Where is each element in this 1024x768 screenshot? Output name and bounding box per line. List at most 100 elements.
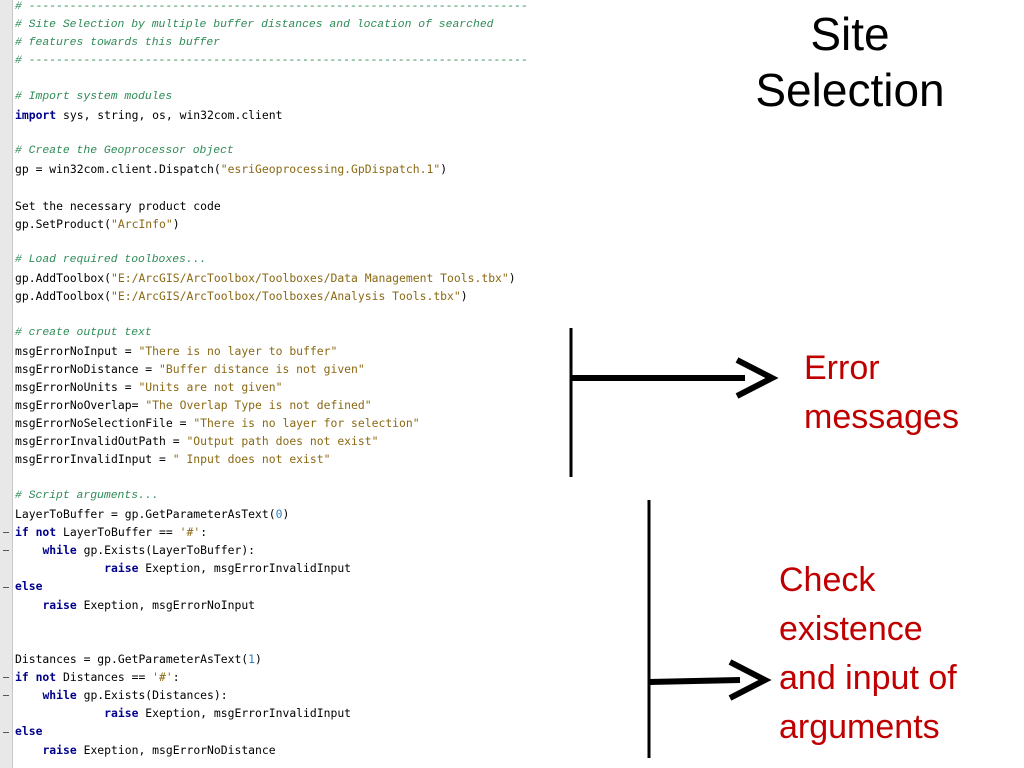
code-line: else — [15, 577, 680, 595]
code-string: "E:/ArcGIS/ArcToolbox/Toolboxes/Data Man… — [111, 271, 509, 285]
code-line: if not LayerToBuffer == '#': — [15, 523, 680, 541]
fold-marker[interactable] — [3, 695, 9, 696]
code-text: gp = win32com.client.Dispatch( — [15, 162, 221, 176]
code-text: Exeption, msgErrorNoDistance — [76, 743, 276, 757]
annotation-line: Error — [804, 349, 880, 387]
code-comment: # Create the Geoprocessor object — [15, 145, 234, 157]
annotation-check-arguments: Check existence and input of arguments — [779, 556, 957, 752]
code-text: msgErrorNoDistance = — [15, 362, 160, 376]
code-string: "There is no layer to buffer" — [138, 344, 338, 358]
fold-marker[interactable] — [3, 532, 9, 533]
code-line: gp.AddToolbox("E:/ArcGIS/ArcToolbox/Tool… — [15, 269, 680, 287]
code-line: msgErrorNoSelectionFile = "There is no l… — [15, 414, 680, 432]
code-comment: # Load required toolboxes... — [15, 254, 207, 266]
annotation-line: existence — [779, 610, 923, 648]
code-comment: # create output text — [15, 327, 152, 339]
code-text: : — [172, 670, 180, 684]
code-text: ) — [172, 217, 180, 231]
code-text: gp.Exists(LayerToBuffer): — [76, 543, 256, 557]
code-string: "esriGeoprocessing.GpDispatch.1" — [220, 162, 441, 176]
code-text: ) — [460, 289, 468, 303]
slide-title: Site Selection — [720, 6, 980, 118]
annotation-line: Check — [779, 561, 876, 599]
code-text: LayerToBuffer = gp.GetParameterAsText( — [15, 507, 276, 521]
code-string: "There is no layer for selection" — [193, 416, 420, 430]
code-line: msgErrorNoInput = "There is no layer to … — [15, 342, 680, 360]
slide-title-line: Site — [810, 8, 890, 60]
code-line: msgErrorInvalidInput = " Input does not … — [15, 450, 680, 468]
code-keyword: raise — [104, 706, 139, 720]
code-line: while gp.Exists(LayerToBuffer): — [15, 541, 680, 559]
code-keyword: else — [15, 579, 43, 593]
annotation-line: arguments — [779, 708, 940, 746]
code-keyword: while — [42, 543, 77, 557]
code-text: Distances = gp.GetParameterAsText( — [15, 652, 249, 666]
code-line: import sys, string, os, win32com.client — [15, 106, 680, 124]
code-keyword: import — [15, 108, 57, 122]
fold-marker[interactable] — [3, 550, 9, 551]
code-text: Exeption, msgErrorNoInput — [76, 598, 256, 612]
code-keyword: not — [35, 525, 57, 539]
code-comment: # --------------------------------------… — [15, 1, 528, 13]
code-text: gp.Exists(Distances): — [76, 688, 228, 702]
code-text: sys, string, os, win32com.client — [56, 108, 283, 122]
fold-marker[interactable] — [3, 677, 9, 678]
editor-gutter — [0, 0, 13, 768]
code-string: "Output path does not exist" — [186, 434, 379, 448]
code-text: msgErrorNoInput = — [15, 344, 139, 358]
code-keyword: if — [15, 670, 29, 684]
code-text: gp.AddToolbox( — [15, 289, 112, 303]
code-text: : — [200, 525, 208, 539]
annotation-line: and input of — [779, 659, 957, 697]
code-text: Distances == — [56, 670, 153, 684]
arrow-head-errors — [735, 357, 779, 399]
code-line: raise Exeption, msgErrorNoDistance — [15, 741, 680, 759]
code-number: 0 — [275, 507, 283, 521]
code-string: "Units are not given" — [138, 380, 283, 394]
code-line: while gp.Exists(Distances): — [15, 686, 680, 704]
code-text: msgErrorNoSelectionFile = — [15, 416, 194, 430]
code-comment: # Script arguments... — [15, 490, 159, 502]
code-text: ) — [282, 507, 290, 521]
code-line: raise Exeption, msgErrorInvalidInput — [15, 704, 680, 722]
code-text: ) — [255, 652, 262, 666]
code-string: "E:/ArcGIS/ArcToolbox/Toolboxes/Analysis… — [111, 289, 461, 303]
code-line: msgErrorInvalidOutPath = "Output path do… — [15, 432, 680, 450]
fold-marker[interactable] — [3, 732, 9, 733]
code-line: LayerToBuffer = gp.GetParameterAsText(0) — [15, 505, 680, 523]
code-text: LayerToBuffer == — [56, 525, 180, 539]
code-keyword: else — [15, 724, 43, 738]
code-line: gp.AddToolbox("E:/ArcGIS/ArcToolbox/Tool… — [15, 287, 680, 305]
code-keyword: raise — [104, 561, 139, 575]
arrow-shaft-args — [648, 677, 741, 685]
code-comment: # Site Selection by multiple buffer dist… — [15, 19, 494, 31]
code-text: gp.SetProduct( — [15, 217, 112, 231]
code-line: Distances = gp.GetParameterAsText(1) — [15, 650, 680, 668]
code-line: else — [15, 722, 680, 740]
slide-title-line: Selection — [755, 64, 945, 116]
code-string: "Buffer distance is not given" — [159, 362, 365, 376]
code-text: gp.AddToolbox( — [15, 271, 112, 285]
code-line: raise Exeption, msgErrorNoInput — [15, 596, 680, 614]
annotation-line: messages — [804, 398, 959, 436]
code-text: msgErrorInvalidOutPath = — [15, 434, 187, 448]
code-comment: # Import system modules — [15, 91, 173, 103]
code-keyword: not — [35, 670, 57, 684]
code-text: msgErrorInvalidInput = — [15, 452, 173, 466]
fold-marker[interactable] — [3, 587, 9, 588]
code-text: ) — [508, 271, 516, 285]
code-comment: # --------------------------------------… — [15, 55, 528, 67]
code-line: msgErrorNoOverlap= "The Overlap Type is … — [15, 396, 680, 414]
code-line: gp = win32com.client.Dispatch("esriGeopr… — [15, 160, 680, 178]
code-text: ) — [440, 162, 448, 176]
code-keyword: raise — [42, 598, 77, 612]
code-string: "ArcInfo" — [111, 217, 173, 231]
code-keyword: if — [15, 525, 29, 539]
code-line: msgErrorNoUnits = "Units are not given" — [15, 378, 680, 396]
code-text: Exeption, msgErrorInvalidInput — [138, 706, 352, 720]
code-line: msgErrorNoDistance = "Buffer distance is… — [15, 360, 680, 378]
code-line: gp.SetProduct("ArcInfo") — [15, 215, 680, 233]
code-string: " Input does not exist" — [172, 452, 331, 466]
code-number: 1 — [248, 652, 256, 666]
